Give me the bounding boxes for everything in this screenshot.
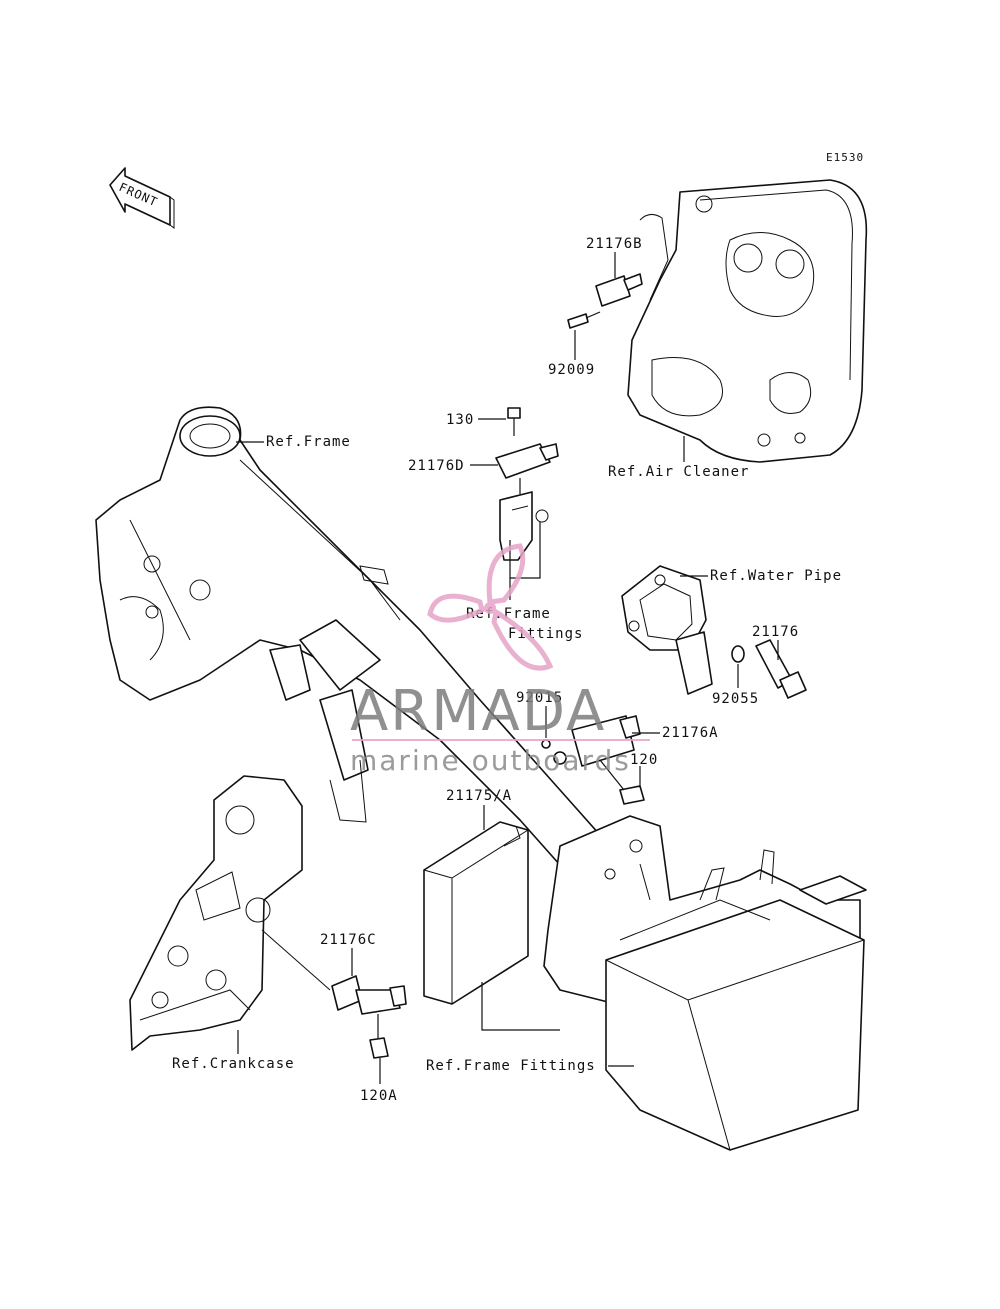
part-21176-label: 21176 [752,624,799,640]
part-21176a-label: 21176A [662,725,719,741]
ref-air-cleaner-label: Ref.Air Cleaner [608,464,749,480]
ref-frame-label: Ref.Frame [266,434,351,450]
armada-watermark: ARMADA marine outboards [350,543,650,777]
watermark-tagline: marine outboards [350,744,631,777]
part-21175a-label: 21175/A [446,788,512,804]
part-120a-label: 120A [360,1088,398,1104]
water-pipe-drawing [621,565,807,699]
sensor-21176c-drawing [331,975,407,1059]
frame-drawing [95,406,641,911]
ref-frame-fittings-bottom-label: Ref.Frame Fittings [426,1058,596,1074]
crankcase-drawing [129,775,331,1051]
part-92055-label: 92055 [712,691,759,707]
ecu-21175a-drawing [423,821,529,1005]
part-120-label: 120 [630,752,658,768]
propeller-logo-icon [427,543,554,671]
front-arrow-icon: FRONT [109,167,175,229]
sensor-21176d-drawing [495,407,559,561]
part-92009-label: 92009 [548,362,595,378]
part-21176b-label: 21176B [586,236,643,252]
battery-case-drawing [543,815,867,1151]
ref-water-pipe-label: Ref.Water Pipe [710,568,842,584]
sensor-21176b-drawing [567,273,643,329]
part-130-label: 130 [446,412,474,428]
air-cleaner-drawing [627,179,868,463]
part-21176c-label: 21176C [320,932,377,948]
part-21176d-label: 21176D [408,458,465,474]
diagram-code: E1530 [826,151,864,164]
ref-crankcase-label: Ref.Crankcase [172,1056,295,1072]
watermark-brand: ARMADA [350,679,606,744]
part-92015-label: 92015 [516,690,563,706]
